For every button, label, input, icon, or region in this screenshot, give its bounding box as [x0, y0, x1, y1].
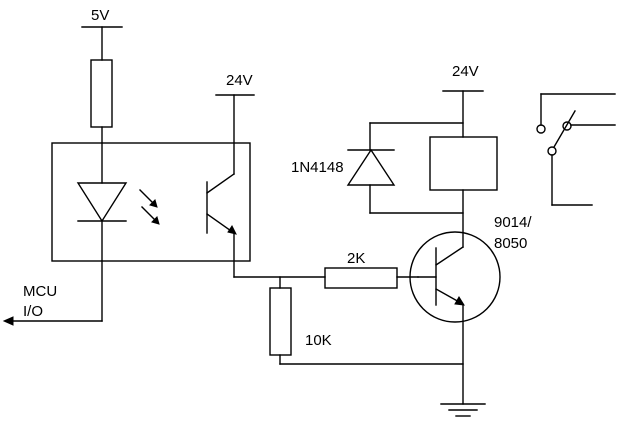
- io-label: I/O: [23, 303, 43, 320]
- mcu-io-line: [2, 260, 103, 326]
- transistor-label-1: 9014/: [494, 214, 532, 231]
- relay-switch-icon: [536, 93, 616, 206]
- mcu-label: MCU: [23, 283, 57, 300]
- flyback-diode: [346, 122, 464, 214]
- supply-5v: [81, 26, 123, 61]
- base-resistor-label: 2K: [347, 250, 365, 267]
- base-resistor: [324, 267, 398, 289]
- supply-24v-relay-label: 24V: [452, 63, 479, 80]
- ground-icon: [440, 403, 486, 417]
- supply-24v-opto: [215, 94, 255, 175]
- transistor-label-2: 8050: [494, 235, 527, 252]
- phototransistor-icon: [206, 173, 237, 235]
- diode-label: 1N4148: [291, 159, 344, 176]
- pulldown-resistor: [269, 287, 292, 356]
- emitter-node-wiring: [233, 232, 326, 289]
- led-icon: [76, 142, 128, 262]
- optocoupler-icon: [51, 142, 251, 262]
- light-arrows-icon: [139, 189, 160, 225]
- supply-24v-opto-label: 24V: [226, 72, 253, 89]
- npn-transistor-icon: [409, 231, 501, 323]
- led-resistor: [90, 59, 113, 128]
- pulldown-resistor-label: 10K: [305, 332, 332, 349]
- supply-5v-label: 5V: [91, 7, 109, 24]
- relay-coil-icon: [429, 136, 498, 191]
